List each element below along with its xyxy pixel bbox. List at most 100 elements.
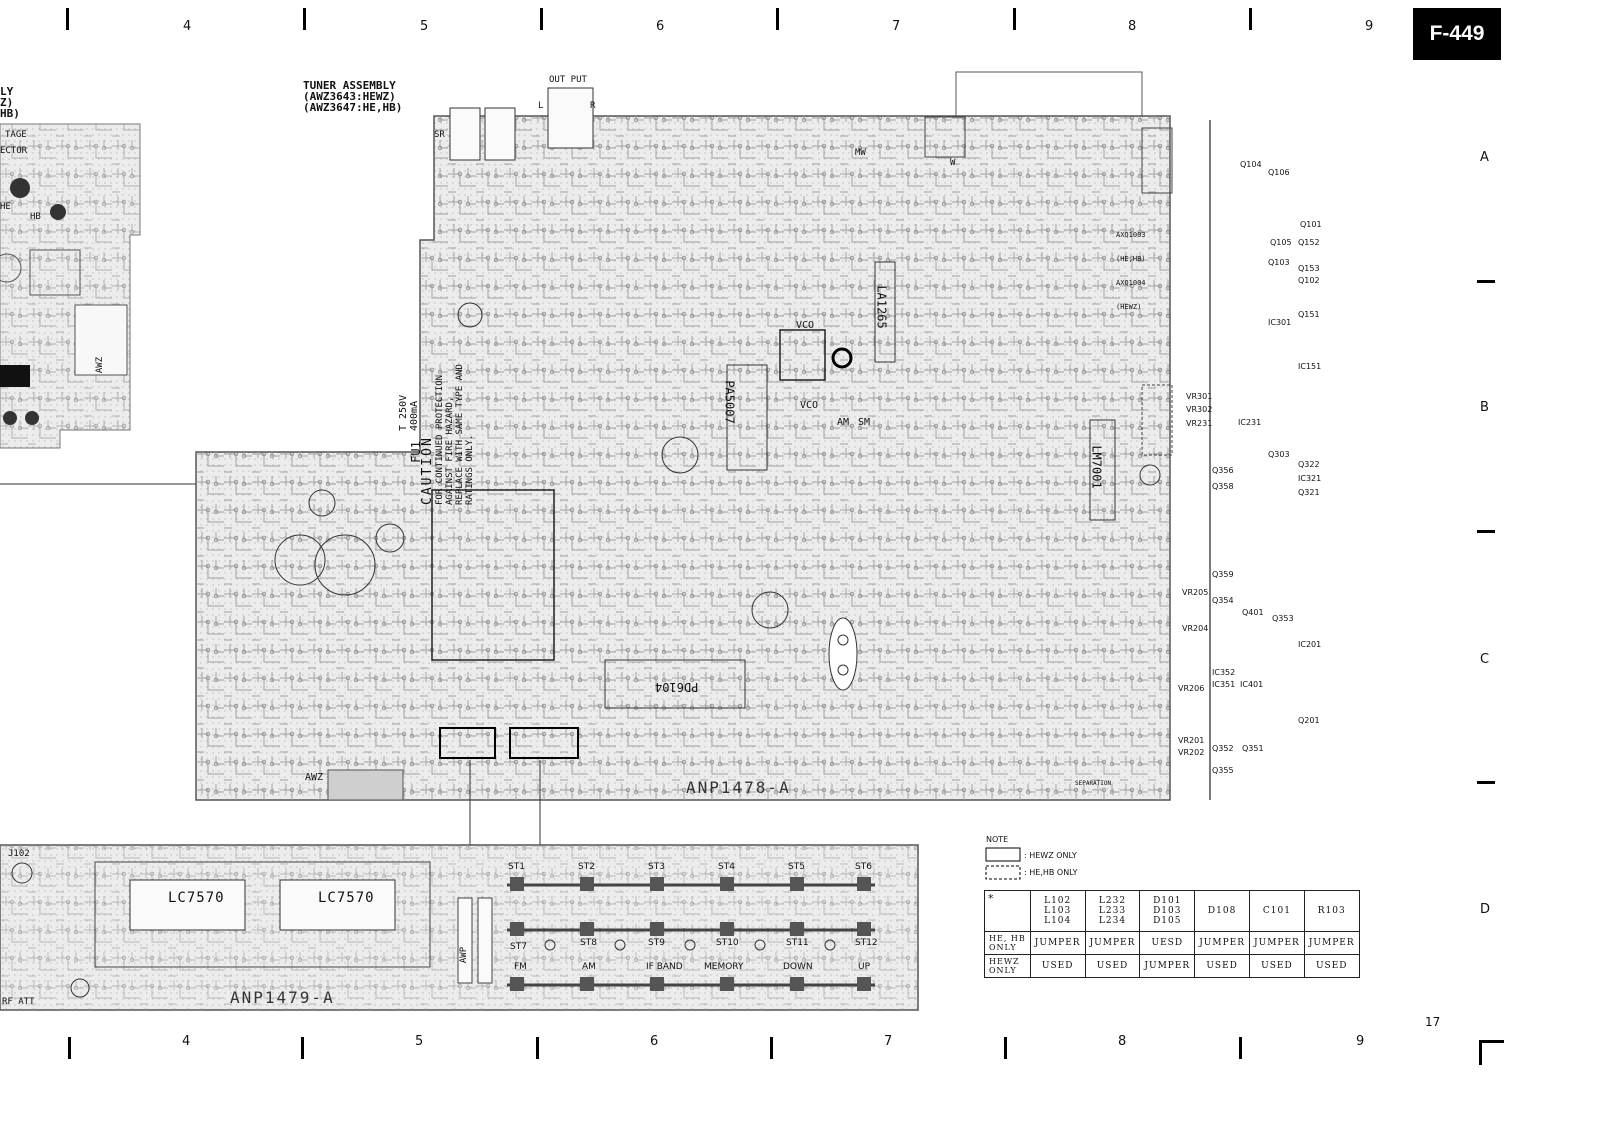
switch-label: ST1 — [508, 862, 525, 872]
column-tick — [301, 1037, 304, 1059]
column-tick — [536, 1037, 539, 1059]
row-divider — [1477, 530, 1495, 533]
switch-label: UP — [858, 962, 871, 972]
output-r-label: R — [590, 101, 596, 111]
table-cell: JUMPER — [1139, 954, 1196, 978]
page-number: 17 — [1425, 1015, 1441, 1029]
column-tick — [776, 8, 779, 30]
column-number: 8 — [1128, 19, 1137, 34]
switch-label: ST10 — [716, 938, 739, 948]
ref-label: Q321 — [1298, 488, 1320, 497]
table-row-label: HE, HB ONLY — [984, 931, 1031, 955]
ref-label: IC351 — [1212, 680, 1236, 689]
column-number: 4 — [183, 19, 192, 34]
mw-label: MW — [855, 148, 866, 158]
caution-line: AGAINST FIRE HAZARD, — [445, 396, 455, 505]
column-number: 7 — [884, 1034, 893, 1049]
caution-title: CAUTION — [420, 436, 435, 505]
switch-label: AM — [582, 962, 596, 972]
switch-label: ST4 — [718, 862, 735, 872]
ref-label: Q358 — [1212, 482, 1234, 491]
ref-label: Q355 — [1212, 766, 1234, 775]
ref-label: IC151 — [1298, 362, 1322, 371]
ref-label: Q352 — [1212, 744, 1234, 753]
column-tick — [68, 1037, 71, 1059]
column-tick — [303, 8, 306, 30]
table-cell: USED — [1303, 954, 1360, 978]
left-fragment-label: HB — [30, 212, 41, 222]
row-letter: D — [1480, 902, 1491, 917]
ref-label: Q401 — [1242, 608, 1264, 617]
table-corner-cell — [984, 890, 1031, 932]
note-hewz: : HEWZ ONLY — [1024, 851, 1077, 860]
caution-line: RATINGS ONLY. — [465, 434, 475, 505]
table-cell: JUMPER — [1029, 931, 1086, 955]
ic-label: PA5007 — [722, 380, 737, 424]
switch-label: MEMORY — [704, 962, 744, 972]
ref-label: Q106 — [1268, 168, 1290, 177]
ref-label: IC301 — [1268, 318, 1292, 327]
switch-label: FM — [514, 962, 527, 972]
table-cell: USED — [1029, 954, 1086, 978]
ref-label: Q201 — [1298, 716, 1320, 725]
left-fragment-label: TAGE — [5, 130, 27, 140]
table-header-cell: L102 L103 L104 — [1029, 890, 1086, 932]
ref-label: VR204 — [1182, 624, 1209, 633]
note-hehb: : HE,HB ONLY — [1024, 868, 1078, 877]
column-number: 9 — [1365, 19, 1374, 34]
sr-label: SR — [434, 130, 445, 140]
table-row-label: HEWZ ONLY — [984, 954, 1031, 978]
column-tick — [1249, 8, 1252, 30]
table-row: HE, HB ONLY JUMPER JUMPER UESD JUMPER JU… — [984, 931, 1360, 955]
column-tick — [1004, 1037, 1007, 1059]
separation-label: SEPARATION — [1075, 780, 1112, 787]
output-label: OUT PUT — [549, 75, 587, 85]
ref-label: VR231 — [1186, 419, 1213, 428]
switch-label: ST7 — [510, 942, 527, 952]
left-fragment-label: J102 — [8, 849, 30, 859]
awz-connector-label: AWZ — [305, 772, 324, 783]
ref-label: Q353 — [1272, 614, 1294, 623]
column-number: 4 — [182, 1034, 191, 1049]
switch-label: ST8 — [580, 938, 597, 948]
ref-label: Q303 — [1268, 450, 1290, 459]
column-tick — [66, 8, 69, 30]
caution-line: REPLACE WITH SAME TYPE AND — [455, 364, 465, 505]
ref-label: Q105 — [1270, 238, 1292, 247]
row-divider — [1477, 781, 1495, 784]
ref-label: VR302 — [1186, 405, 1213, 414]
awp-label: AWP — [459, 946, 470, 964]
ref-label: VR301 — [1186, 392, 1213, 401]
table-header-cell: L232 L233 L234 — [1084, 890, 1141, 932]
ref-label: IC352 — [1212, 668, 1236, 677]
ic-label: PD6104 — [655, 680, 699, 694]
vco-label: VCO — [800, 400, 819, 411]
column-number: 6 — [656, 19, 665, 34]
board-name: ANP1478-A — [686, 778, 791, 797]
table-cell: USED — [1084, 954, 1141, 978]
column-tick — [1013, 8, 1016, 30]
left-fragment-label: AWZ — [95, 356, 106, 374]
table-cell: JUMPER — [1303, 931, 1360, 955]
left-fragment-line: LY — [0, 85, 14, 98]
table-cell: USED — [1194, 954, 1251, 978]
switch-label: ST3 — [648, 862, 665, 872]
table-header-cell: D108 — [1194, 890, 1251, 932]
table-header-row: L102 L103 L104 L232 L233 L234 D101 D103 … — [984, 890, 1360, 932]
ref-label: IC201 — [1298, 640, 1322, 649]
table-cell: JUMPER — [1194, 931, 1251, 955]
column-tick — [770, 1037, 773, 1059]
left-fragment-label: RF ATT — [2, 997, 35, 1007]
ref-label: Q151 — [1298, 310, 1320, 319]
w-label: W — [950, 158, 956, 168]
ref-label: Q103 — [1268, 258, 1290, 267]
axq-label: AXQ1003 — [1116, 231, 1146, 239]
ref-label: IC231 — [1238, 418, 1262, 427]
table-cell: JUMPER — [1249, 931, 1305, 955]
ref-label: IC401 — [1240, 680, 1264, 689]
ref-label: Q359 — [1212, 570, 1234, 579]
left-fragment-label: HE — [0, 202, 11, 212]
corner-mark — [1479, 1040, 1504, 1065]
column-tick — [540, 8, 543, 30]
